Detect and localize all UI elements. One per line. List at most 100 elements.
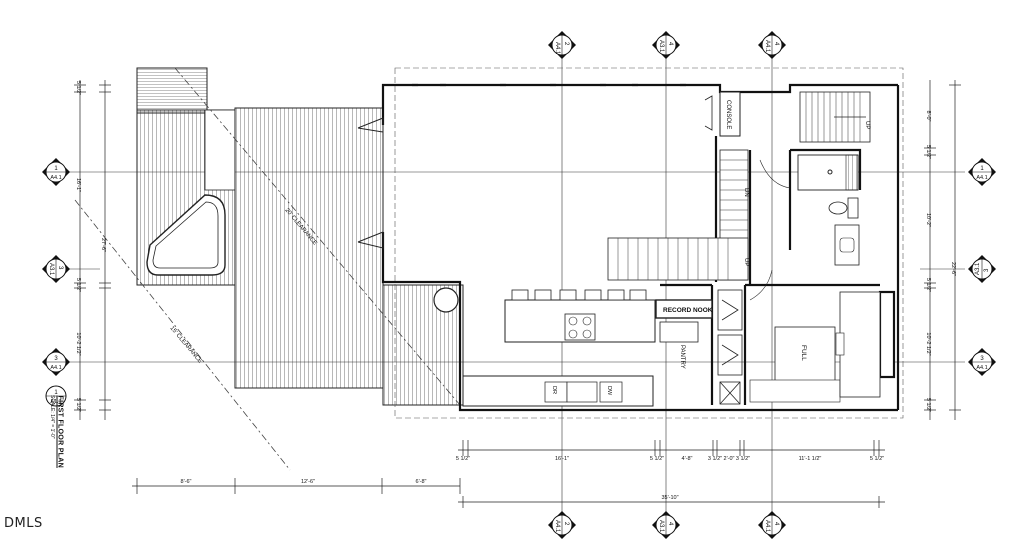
svg-text:10'-2 1/2": 10'-2 1/2": [75, 332, 81, 355]
bar-stools: [511, 289, 647, 301]
svg-text:5 1/2": 5 1/2": [925, 398, 931, 412]
interior-walls: [660, 136, 880, 405]
svg-text:3: 3: [54, 356, 58, 362]
svg-text:16'-1": 16'-1": [75, 178, 81, 192]
section-marker-left-2: A3.1 3: [42, 255, 70, 283]
svg-text:1: 1: [54, 166, 58, 172]
watermark-logo: DMLS: [4, 516, 43, 531]
svg-text:35'-10": 35'-10": [661, 495, 678, 501]
label-dr: DR: [551, 386, 557, 394]
room-label-pantry: PANTRY: [679, 345, 685, 369]
stair-top-right: [799, 91, 871, 143]
deck-lower: [382, 284, 464, 406]
svg-text:2'-0": 2'-0": [724, 456, 735, 462]
svg-text:5 1/2": 5 1/2": [925, 145, 931, 159]
svg-text:4: 4: [667, 522, 673, 526]
section-marker-bottom-2: A3.1 4: [652, 511, 680, 539]
svg-text:5 1/2": 5 1/2": [650, 456, 664, 462]
stair-label-dn: DN: [743, 188, 749, 197]
room-label-record-nook: RECORD NOOK: [663, 307, 713, 314]
svg-text:A3.1: A3.1: [658, 520, 664, 533]
room-label-full: FULL: [800, 345, 807, 361]
kitchen-counter: [462, 375, 654, 407]
svg-text:8'-0": 8'-0": [925, 111, 931, 122]
dimension-labels-left: 5 1/2" 16'-1" 5 1/2" 10'-2 1/2" 5 1/2" 2…: [75, 81, 106, 412]
svg-text:3: 3: [984, 268, 990, 272]
clearance-label-lower: 15' CLEARANCE: [168, 325, 202, 364]
section-marker-right-1: 1 A4.1: [968, 158, 996, 186]
svg-text:A4.1: A4.1: [50, 365, 61, 371]
room-label-console: CONSOLE: [725, 100, 731, 129]
svg-text:1: 1: [980, 166, 984, 172]
full-bed: [749, 291, 881, 403]
sheet-scale: SCALE: 1/4" = 1'-0": [49, 395, 55, 439]
clearance-line-lower: [74, 199, 291, 471]
bath-door-swing: [759, 159, 791, 189]
dashed-boundary: [394, 67, 904, 419]
svg-text:4: 4: [773, 42, 779, 46]
kitchen-island: [504, 299, 656, 343]
section-marker-bottom-3: A4.1 4: [758, 511, 786, 539]
clearance-line-upper: [174, 67, 461, 406]
svg-text:A4.1: A4.1: [976, 365, 987, 371]
svg-text:10'-2 1/2": 10'-2 1/2": [925, 332, 931, 355]
section-marker-top-2: A3.1 4: [652, 31, 680, 59]
svg-text:A4.1: A4.1: [764, 520, 770, 533]
svg-text:A3.1: A3.1: [658, 40, 664, 53]
sheet-title-block: FIRST FLOOR PLAN SCALE: 1/4" = 1'-0": [48, 395, 72, 490]
section-marker-right-3: 3 A4.1: [968, 348, 996, 376]
hot-tub: [146, 194, 226, 276]
label-dw: DW: [606, 386, 612, 396]
section-marker-left-3: 3 A4.1: [42, 348, 70, 376]
section-marker-right-2: A3.1 3: [968, 255, 996, 283]
section-marker-top-3: A4.1 4: [758, 31, 786, 59]
svg-text:3: 3: [980, 356, 984, 362]
svg-text:2: 2: [563, 42, 569, 46]
toilet: [828, 197, 859, 219]
console-cabinet: [704, 91, 741, 137]
svg-text:3: 3: [57, 266, 63, 270]
dimension-labels-right: 8'-0" 5 1/2" 10'-2" 5 1/2" 10'-2 1/2" 5 …: [925, 111, 956, 413]
svg-text:A3.1: A3.1: [975, 262, 981, 275]
svg-text:8'-6": 8'-6": [181, 479, 192, 485]
svg-text:A1.1: A1.1: [50, 399, 61, 405]
section-marker-left-1: 1 A4.1: [42, 158, 70, 186]
svg-text:5 1/2": 5 1/2": [75, 81, 81, 95]
svg-text:3 1/2": 3 1/2": [708, 456, 722, 462]
svg-text:11'-1 1/2": 11'-1 1/2": [799, 456, 822, 462]
sliding-doors: [357, 117, 384, 249]
svg-text:A4.1: A4.1: [554, 42, 560, 55]
stair-label-up-top: UP: [864, 121, 870, 129]
svg-text:A4.1: A4.1: [764, 40, 770, 53]
vanity: [834, 224, 860, 266]
section-marker-bottom-1: A4.1 2: [548, 511, 576, 539]
svg-text:4: 4: [773, 522, 779, 526]
svg-text:5 1/2": 5 1/2": [75, 398, 81, 412]
svg-text:5 1/2": 5 1/2": [925, 278, 931, 292]
stair-up: [607, 237, 749, 281]
svg-text:A3.1: A3.1: [48, 263, 54, 276]
svg-text:A4.1: A4.1: [50, 175, 61, 181]
dimension-lines: [74, 80, 961, 508]
svg-text:4'-8": 4'-8": [682, 456, 693, 462]
dimension-labels-bottom: 5 1/2" 16'-1" 5 1/2" 4'-8" 3 1/2" 2'-0" …: [181, 456, 885, 501]
svg-text:27'-6": 27'-6": [100, 238, 106, 252]
svg-text:5 1/2": 5 1/2": [456, 456, 470, 462]
svg-text:1: 1: [54, 390, 58, 396]
svg-text:12'-6": 12'-6": [301, 479, 315, 485]
svg-text:16'-1": 16'-1": [555, 456, 569, 462]
closets: [717, 289, 743, 405]
section-marker-left-4: 1 A1.1: [45, 385, 67, 407]
bed-door-swing: [749, 269, 773, 301]
svg-text:10'-2": 10'-2": [925, 213, 931, 227]
svg-text:A4.1: A4.1: [976, 175, 987, 181]
section-marker-top-1: A4.1 2: [548, 31, 576, 59]
svg-text:4: 4: [667, 42, 673, 46]
deck-center: [234, 107, 384, 389]
svg-text:6'-8": 6'-8": [416, 479, 427, 485]
svg-text:A4.1: A4.1: [554, 520, 560, 533]
stair-label-up: UP: [743, 258, 749, 266]
svg-text:3 1/2": 3 1/2": [736, 456, 750, 462]
svg-text:2: 2: [563, 522, 569, 526]
